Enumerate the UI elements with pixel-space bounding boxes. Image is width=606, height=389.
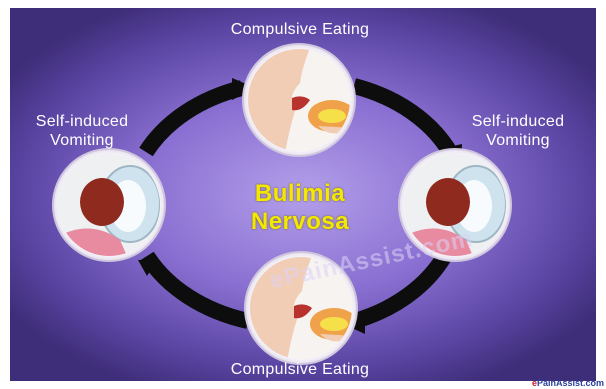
- label-left-line2: Vomiting: [12, 131, 152, 150]
- arrow-bottom-left: [147, 256, 248, 321]
- label-right-line1: Self-induced: [448, 112, 588, 131]
- diagram-title: Bulimia Nervosa: [200, 180, 400, 236]
- diagram-frame: Compulsive Eating Compulsive Eating Self…: [10, 8, 596, 381]
- vomiting-illustration-icon-left: [50, 148, 170, 263]
- label-bottom-compulsive-eating: Compulsive Eating: [200, 360, 400, 379]
- title-line1: Bulimia: [200, 180, 400, 208]
- title-line2: Nervosa: [200, 208, 400, 236]
- source-credit: ePainAssist.com: [532, 378, 604, 388]
- credit-rest: PainAssist.com: [537, 378, 604, 388]
- label-left-line1: Self-induced: [12, 112, 152, 131]
- eating-illustration-icon-top: [240, 44, 360, 156]
- label-top-compulsive-eating: Compulsive Eating: [200, 20, 400, 39]
- label-right-self-induced-vomiting: Self-induced Vomiting: [448, 112, 588, 150]
- arrow-top-right: [354, 86, 451, 154]
- arrow-top-left: [146, 88, 242, 152]
- label-left-self-induced-vomiting: Self-induced Vomiting: [12, 112, 152, 150]
- label-right-line2: Vomiting: [448, 131, 588, 150]
